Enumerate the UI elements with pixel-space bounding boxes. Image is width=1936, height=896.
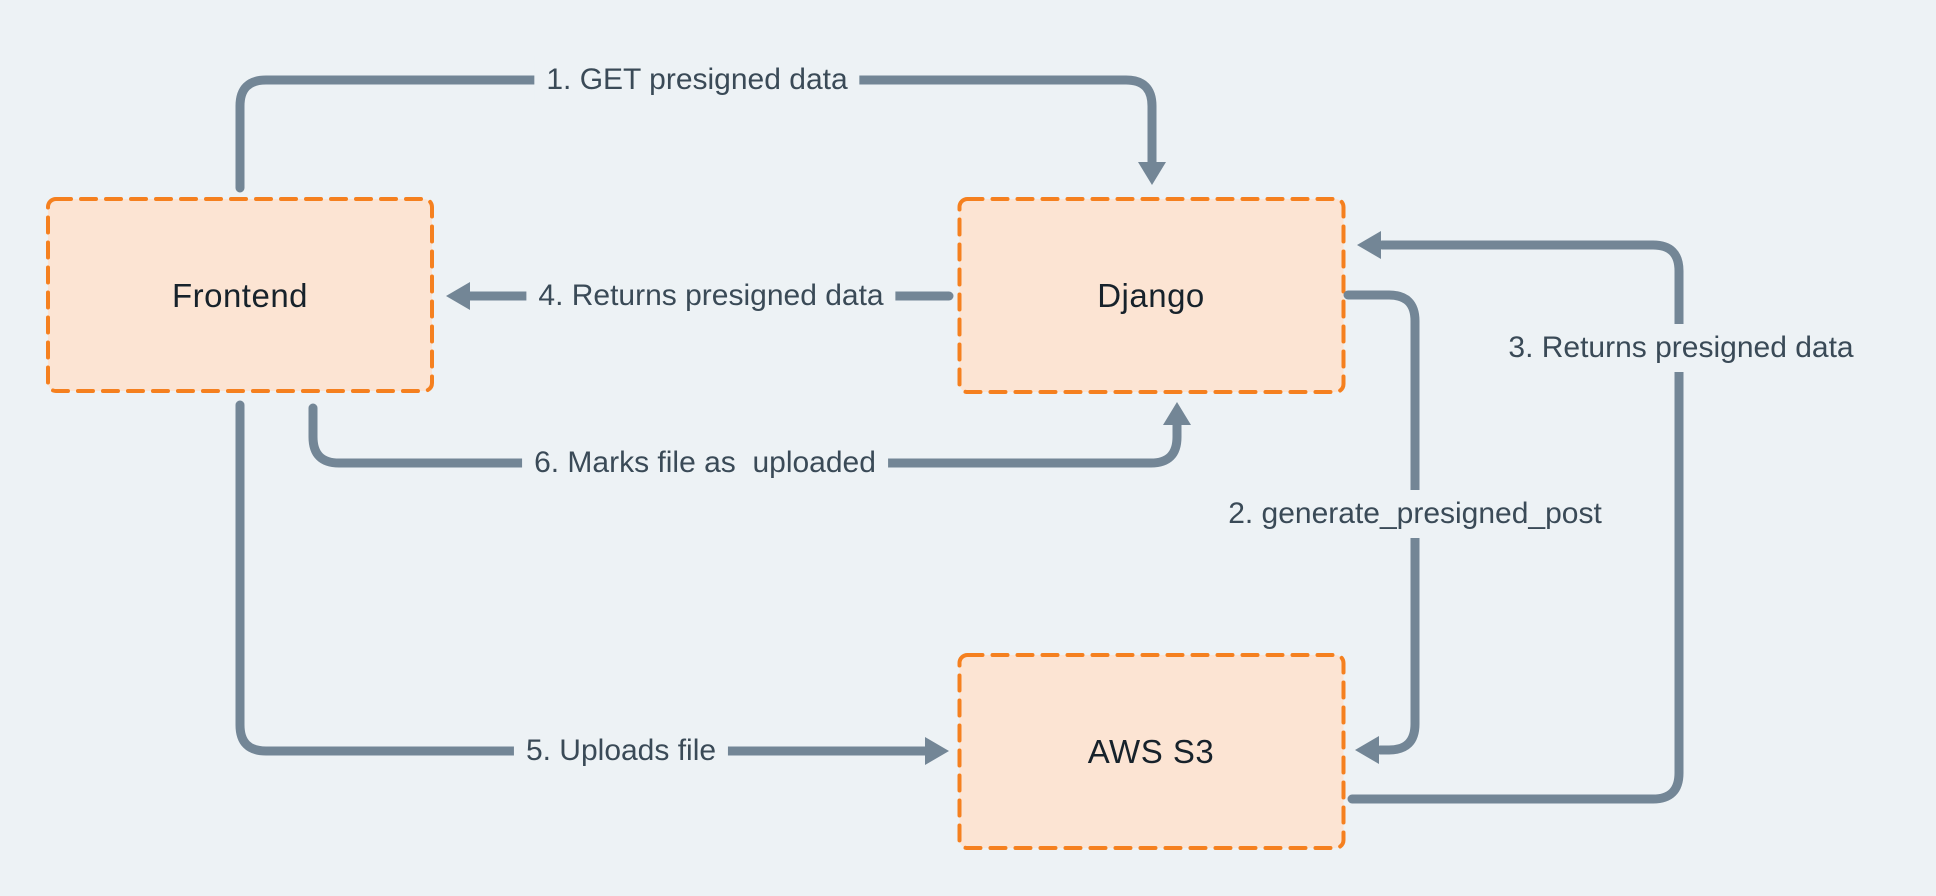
connector-6-arrowhead-up xyxy=(1163,402,1191,425)
connector-1-label: 1. GET presigned data xyxy=(534,56,860,104)
connector-5-arrowhead-right xyxy=(925,737,949,765)
connector-3-path xyxy=(1347,240,1684,804)
connector-1-arrowhead-down xyxy=(1138,162,1166,185)
connector-6-label: 6. Marks file as uploaded xyxy=(522,439,888,487)
connector-3-label: 3. Returns presigned data xyxy=(1496,324,1866,372)
django-label: Django xyxy=(1097,277,1205,314)
connector-4-label: 4. Returns presigned data xyxy=(526,272,896,320)
frontend-box xyxy=(46,197,434,393)
connector-5-path xyxy=(235,400,931,756)
frontend-label: Frontend xyxy=(171,277,309,314)
connector-2-arrowhead-left xyxy=(1355,736,1379,764)
connector-4-arrowhead-left xyxy=(446,282,470,310)
aws-s3-label: AWS S3 xyxy=(1087,733,1215,770)
connector-3-arrowhead-left xyxy=(1357,231,1381,259)
django-box xyxy=(957,197,1346,394)
connector-5-label: 5. Uploads file xyxy=(513,727,729,775)
aws-s3-box xyxy=(957,653,1346,850)
connector-2-label: 2. generate_presigned_post xyxy=(1216,490,1614,538)
